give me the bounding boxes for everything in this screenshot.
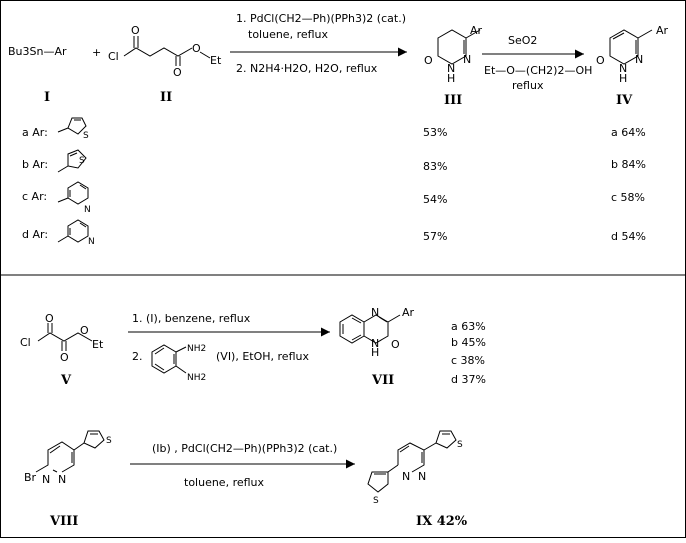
diamine-nh2-bottom: NH2	[187, 373, 206, 383]
label-VIII: VIII	[49, 514, 78, 529]
yield-IV-c: c 58%	[611, 191, 645, 204]
compound-III-nh: N	[447, 62, 455, 75]
label-IX: IX 42%	[416, 514, 468, 529]
yield-VII-a: a 63%	[451, 320, 486, 333]
yield-III-b: 83%	[423, 160, 447, 173]
label-III: III	[444, 93, 462, 108]
compound-VIII-n2: N	[58, 473, 66, 486]
yield-VII-d: d 37%	[451, 373, 486, 386]
label-IV: IV	[616, 93, 633, 108]
compound-III-h: H	[447, 72, 455, 85]
yield-VII-b: b 45%	[451, 336, 486, 349]
ar-a-thiophen-2-yl	[57, 117, 87, 135]
yield-VII-c: c 38%	[451, 354, 485, 367]
compound-VIII-s: S	[106, 436, 112, 446]
ar-key-d: d Ar:	[22, 228, 48, 241]
yield-III-d: 57%	[423, 230, 447, 243]
diamine-VI-structure	[151, 344, 187, 374]
ar-b-s: S	[79, 156, 85, 166]
label-VII: VII	[371, 373, 394, 388]
ar-key-b: b Ar:	[22, 158, 48, 171]
compound-V-et: Et	[92, 338, 104, 351]
stage2-condition-2-tail: (VI), EtOH, reflux	[216, 350, 309, 363]
ar-d-pyridin-3-yl	[57, 219, 89, 243]
compound-IX-s-thiophen3: S	[373, 496, 379, 506]
stage1-condition-2: 2. N2H4·H2O, H2O, reflux	[236, 62, 378, 75]
compound-II-et: Et	[210, 54, 222, 67]
compound-IX-s-thiophen2: S	[457, 440, 463, 450]
stage1-condition-1: 1. PdCl(CH2—Ph)(PPh3)2 (cat.)	[236, 12, 406, 25]
compound-VIII-n1: N	[42, 473, 50, 486]
ar-a-s: S	[83, 131, 89, 141]
compound-II-o-top: O	[131, 24, 140, 37]
compound-III-ar: Ar	[470, 24, 483, 37]
compound-IX-n2: N	[418, 470, 426, 483]
label-I: I	[44, 90, 50, 105]
compound-IX-n1: N	[402, 470, 410, 483]
ar-c-n: N	[84, 205, 91, 215]
compound-VII-h: H	[371, 346, 379, 359]
compound-V-o-bottom: O	[60, 351, 69, 364]
compound-IV-n: N	[635, 53, 643, 66]
compound-II-structure	[123, 36, 211, 66]
stage1-seo2: SeO2	[508, 34, 537, 47]
compound-VII-nh: N	[371, 337, 379, 350]
compound-VII-structure	[339, 314, 401, 344]
plus-sign: +	[92, 46, 101, 59]
stage3-condition-1: (Ib) , PdCl(CH2—Ph)(PPh3)2 (cat.)	[152, 442, 337, 455]
ar-c-pyridin-2-yl	[57, 181, 89, 205]
compound-II-cl: Cl	[108, 50, 119, 63]
ar-b-thiophen-3-yl	[57, 149, 87, 173]
compound-VIII-br: Br	[24, 471, 37, 484]
compound-V-o-ester: O	[80, 324, 89, 337]
yield-IV-a: a 64%	[611, 126, 646, 139]
compound-IV-structure	[609, 29, 653, 65]
compound-VII-n-top: N	[371, 306, 379, 319]
stage1-solvent: Et—O—(CH2)2—OH	[484, 64, 592, 77]
compound-V-cl: Cl	[20, 336, 31, 349]
label-II: II	[160, 90, 172, 105]
compound-II-o-bottom: O	[173, 66, 182, 79]
stage2-condition-1: 1. (I), benzene, reflux	[132, 312, 251, 325]
yield-IV-d: d 54%	[611, 230, 646, 243]
ar-key-a: a Ar:	[22, 126, 48, 139]
compound-VIII-structure	[35, 430, 105, 473]
compound-III-n: N	[463, 53, 471, 66]
compound-VII-ar: Ar	[402, 306, 415, 319]
compound-IX-structure	[367, 430, 457, 493]
compound-IV-nh: N	[619, 62, 627, 75]
yield-IV-b: b 84%	[611, 158, 646, 171]
ar-d-n: N	[88, 237, 95, 247]
diamine-nh2-top: NH2	[187, 344, 206, 354]
ar-key-c: c Ar:	[22, 190, 47, 203]
yield-III-a: 53%	[423, 126, 447, 139]
compound-III-structure	[437, 29, 481, 65]
stage1-reflux: reflux	[512, 79, 544, 92]
compound-IV-h: H	[619, 72, 627, 85]
compound-V-o-top: O	[45, 312, 54, 325]
stage1-condition-1b: toluene, reflux	[248, 28, 329, 41]
compound-II-o-ester: O	[192, 42, 201, 55]
stage3-condition-2: toluene, reflux	[184, 476, 265, 489]
compound-VII-o: O	[391, 338, 400, 351]
compound-IV-o: O	[596, 54, 605, 67]
yield-III-c: 54%	[423, 193, 447, 206]
label-V: V	[60, 373, 72, 388]
reagent-I-formula: Bu3Sn—Ar	[8, 45, 67, 58]
compound-V-structure	[37, 323, 93, 351]
stage2-condition-2-num: 2.	[132, 350, 143, 363]
compound-IV-ar: Ar	[656, 24, 669, 37]
compound-III-o: O	[424, 54, 433, 67]
